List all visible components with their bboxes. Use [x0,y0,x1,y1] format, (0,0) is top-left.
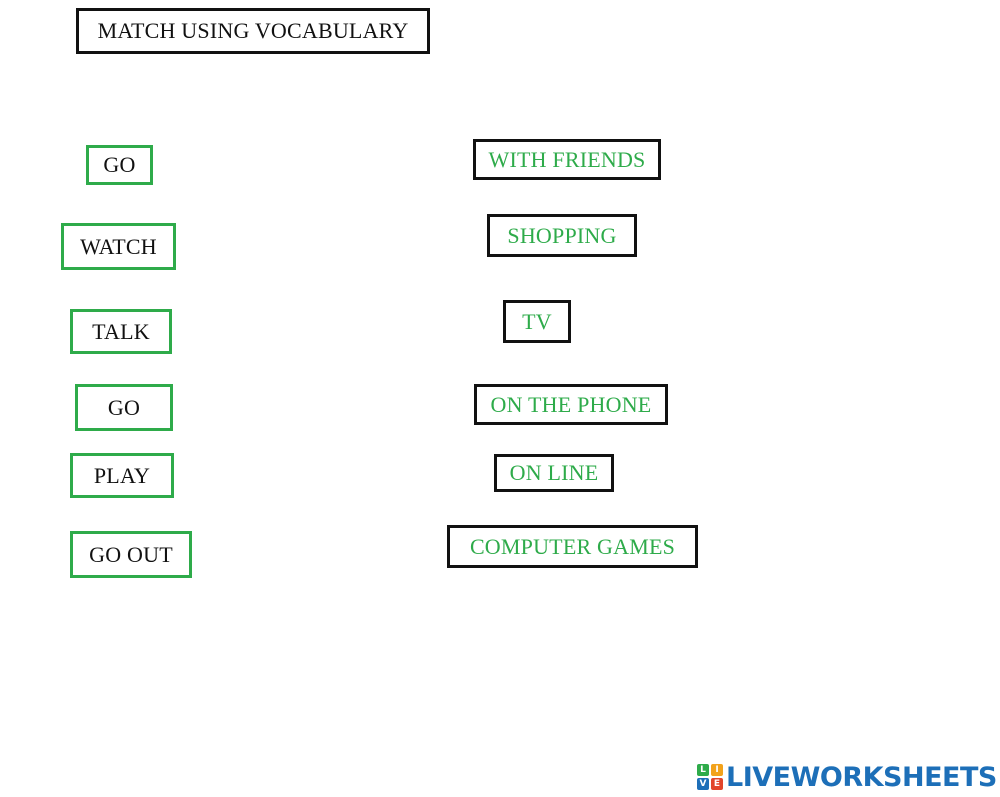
worksheet-title-text: MATCH USING VOCABULARY [97,18,409,43]
logo-icon-letter: I [711,764,723,776]
left-item-label: PLAY [93,462,151,488]
left-item-talk[interactable]: TALK [70,309,172,354]
right-item-tv[interactable]: TV [503,300,571,343]
left-item-label: TALK [92,318,150,344]
right-item-label: SHOPPING [507,222,617,248]
liveworksheets-logo-icon: L I V E [697,764,723,790]
worksheet-title: MATCH USING VOCABULARY [76,8,430,54]
left-item-go[interactable]: GO [86,145,153,185]
left-item-label: GO OUT [89,541,173,567]
right-item-on-the-phone[interactable]: ON THE PHONE [474,384,668,425]
left-item-play[interactable]: PLAY [70,453,174,498]
liveworksheets-logo: L I V E LIVEWORKSHEETS [697,761,997,793]
left-item-go-out[interactable]: GO OUT [70,531,192,578]
left-item-watch[interactable]: WATCH [61,223,176,270]
right-item-label: ON LINE [509,460,599,485]
right-item-on-line[interactable]: ON LINE [494,454,614,492]
logo-icon-letter: E [711,778,723,790]
right-item-shopping[interactable]: SHOPPING [487,214,637,257]
logo-icon-letter: L [697,764,709,776]
right-item-with-friends[interactable]: WITH FRIENDS [473,139,661,180]
right-item-label: ON THE PHONE [490,391,652,417]
right-item-label: TV [522,308,552,334]
liveworksheets-logo-text: LIVEWORKSHEETS [726,761,997,793]
left-item-label: GO [107,394,141,420]
left-item-label: GO [103,152,136,177]
left-item-label: WATCH [80,233,157,259]
right-item-label: COMPUTER GAMES [469,533,676,559]
right-item-computer-games[interactable]: COMPUTER GAMES [447,525,698,568]
right-item-label: WITH FRIENDS [488,146,646,172]
logo-icon-letter: V [697,778,709,790]
left-item-go-2[interactable]: GO [75,384,173,431]
